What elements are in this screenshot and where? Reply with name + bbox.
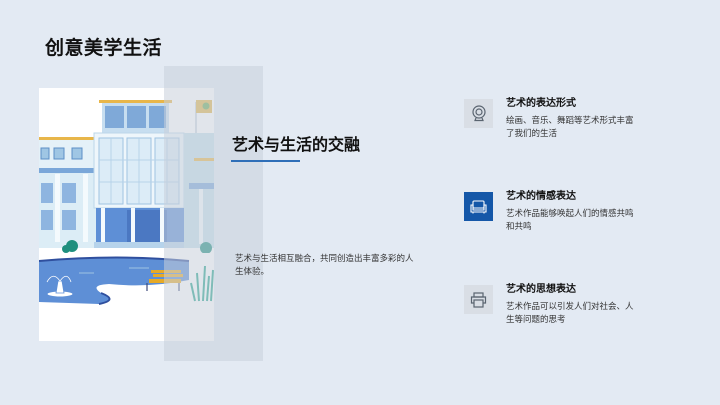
slide-title: 创意美学生活 (45, 37, 163, 59)
feature-item-expression-forms: 艺术的表达形式 绘画、音乐、舞蹈等艺术形式丰富了我们的生活 (464, 98, 641, 141)
printer-icon (464, 285, 493, 314)
decorative-panel (164, 66, 263, 361)
feature-title: 艺术的思想表达 (506, 284, 576, 295)
sofa-icon (464, 192, 493, 221)
webcam-icon (464, 99, 493, 128)
section-heading: 艺术与生活的交融 (232, 135, 361, 154)
feature-title: 艺术的表达形式 (506, 98, 576, 109)
feature-title: 艺术的情感表达 (506, 191, 576, 202)
feature-desc: 艺术作品能够唤起人们的情感共鸣和共鸣 (506, 209, 634, 232)
section-body: 艺术与生活相互融合，共同创造出丰富多彩的人生体验。 (235, 254, 414, 277)
heading-underline (231, 160, 300, 162)
feature-item-thought-expression: 艺术的思想表达 艺术作品可以引发人们对社会、人生等问题的思考 (464, 284, 641, 327)
feature-desc: 艺术作品可以引发人们对社会、人生等问题的思考 (506, 302, 634, 325)
feature-item-emotional-expression: 艺术的情感表达 艺术作品能够唤起人们的情感共鸣和共鸣 (464, 191, 641, 234)
feature-desc: 绘画、音乐、舞蹈等艺术形式丰富了我们的生活 (506, 116, 634, 139)
